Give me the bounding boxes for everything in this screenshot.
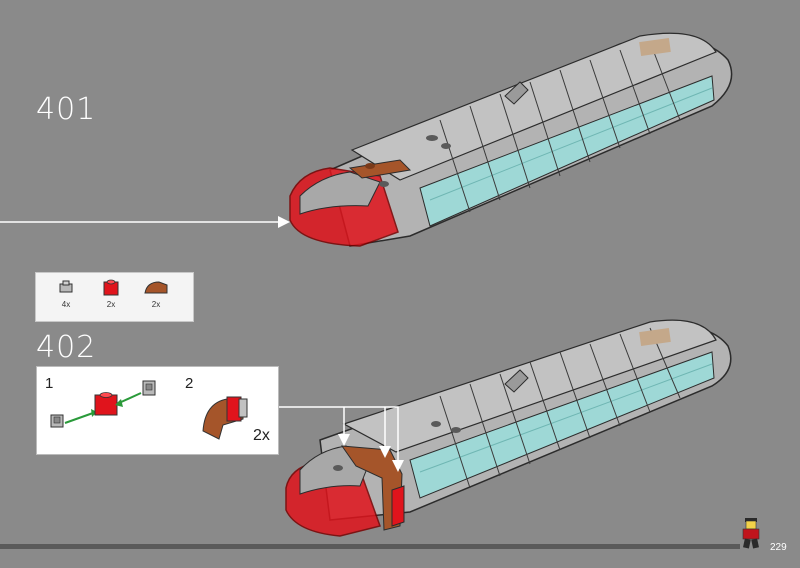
red-brick-1x1-icon (103, 279, 119, 296)
step-number-401: 401 (36, 92, 97, 127)
train-nose-402 (285, 445, 405, 537)
page-number: 229 (770, 542, 787, 553)
callout-lines-402 (279, 406, 404, 472)
grey-bracket-plate-icon (59, 280, 73, 293)
part-qty: 2x (106, 300, 116, 309)
train-body-402 (319, 319, 732, 521)
substep-1-diagram (50, 380, 156, 428)
substep-2-diagram (202, 396, 248, 440)
parts-list: 4x 2x 2x (35, 272, 194, 322)
part-red-brick: 2x (91, 277, 131, 309)
part-grey-bracket: 4x (46, 277, 86, 309)
substep-2-label: 2 (185, 375, 194, 392)
part-brown-slope: 2x (136, 277, 176, 309)
train-body-401 (329, 32, 733, 247)
callout-arrow-401 (0, 216, 290, 228)
part-qty: 2x (151, 300, 161, 309)
train-nose-401 (289, 159, 412, 247)
brown-curved-slope-icon (144, 281, 168, 294)
subassembly-diagram (50, 380, 248, 440)
subassembly-box: 1 2 2x (36, 366, 279, 455)
subassembly-multiplier: 2x (253, 427, 270, 444)
minifigure-mascot-icon (742, 518, 760, 549)
footer-bar (0, 544, 740, 549)
part-qty: 4x (61, 300, 71, 309)
step-number-402: 402 (36, 330, 97, 365)
substep-1-label: 1 (45, 375, 54, 392)
